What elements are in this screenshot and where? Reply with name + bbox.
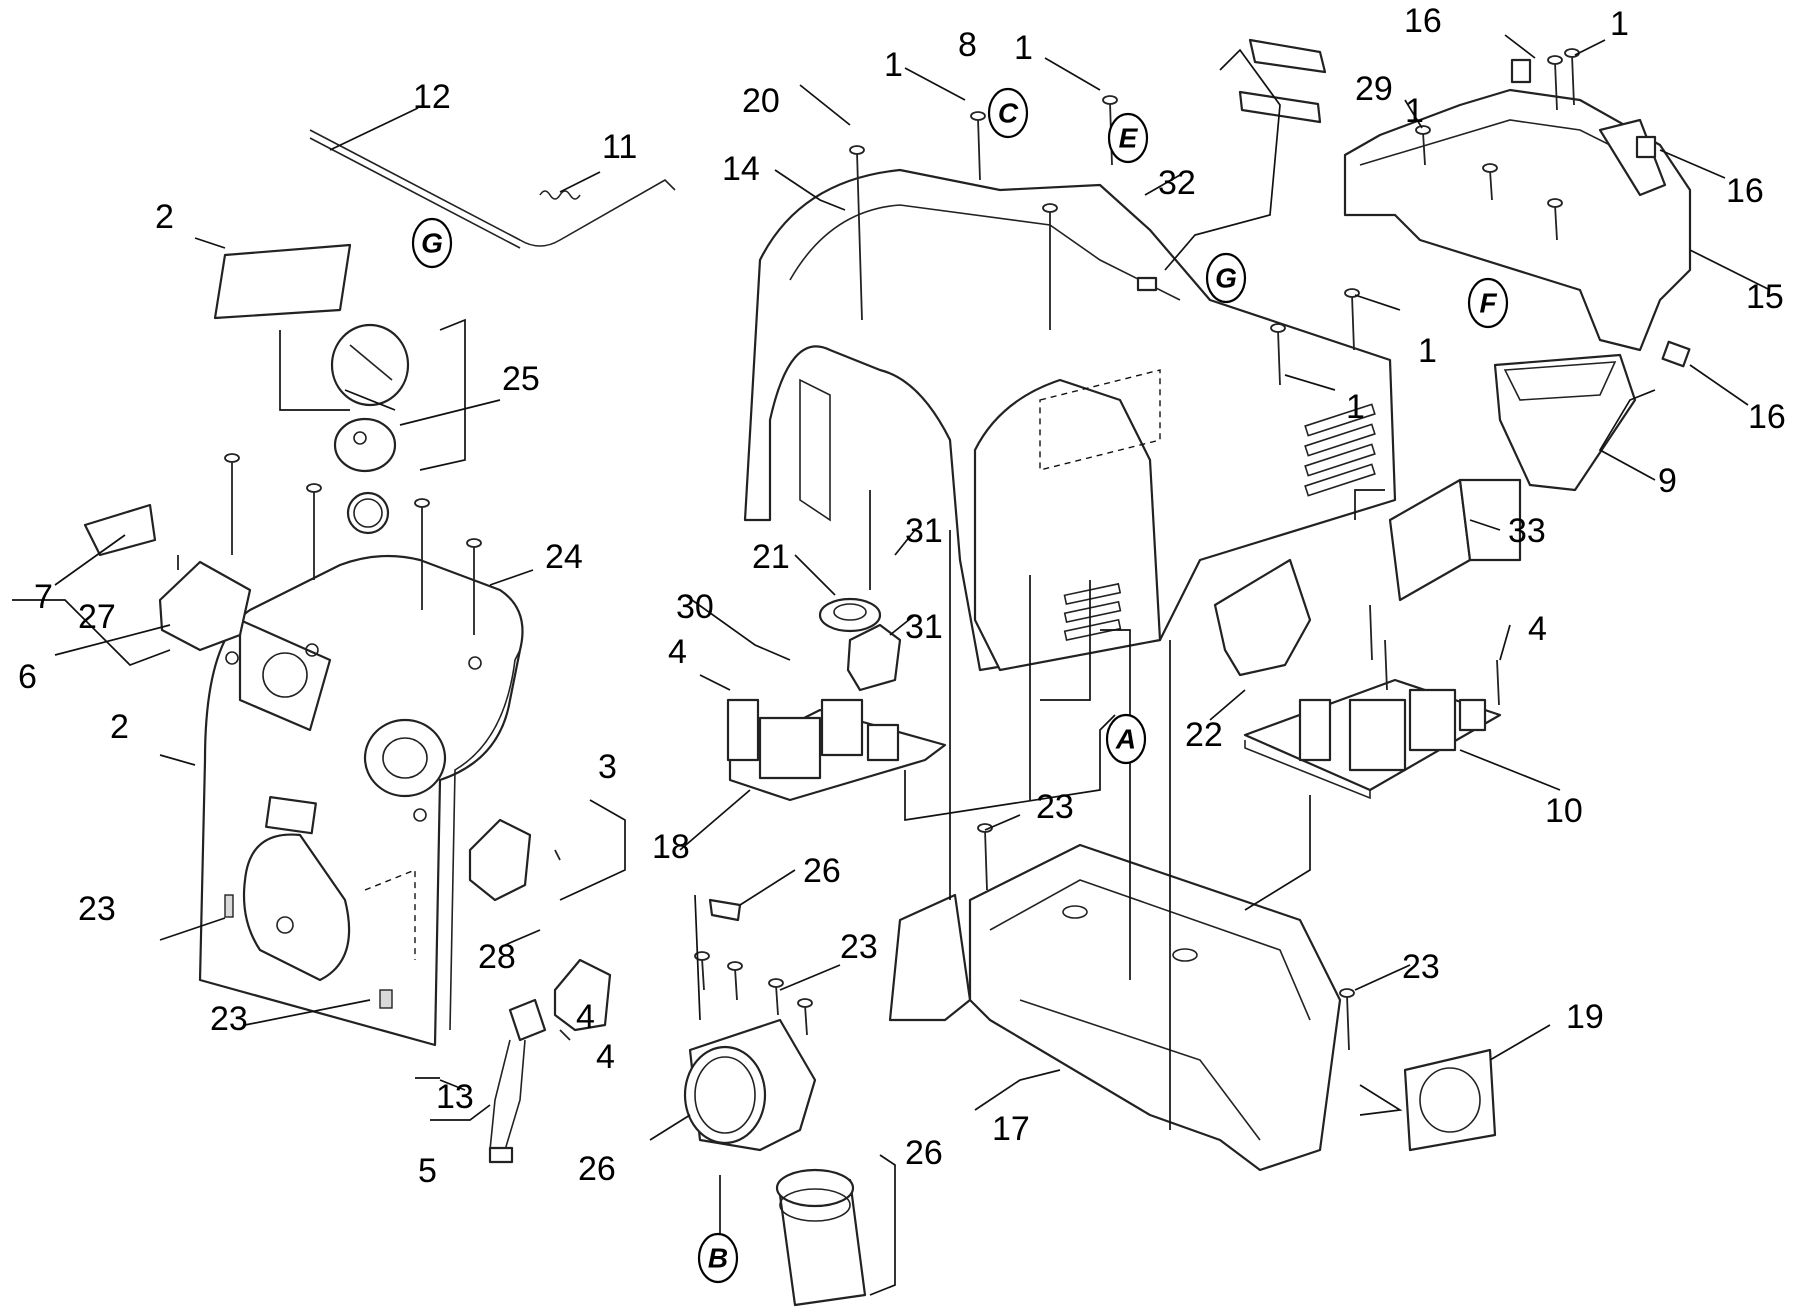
svg-text:C: C bbox=[998, 98, 1019, 129]
callout-26-b: 26 bbox=[578, 1150, 616, 1188]
callout-4-d: 4 bbox=[596, 1038, 615, 1076]
callout-19: 19 bbox=[1566, 998, 1604, 1036]
filter-33 bbox=[1388, 478, 1472, 602]
callout-7: 7 bbox=[34, 578, 53, 616]
funnel-9 bbox=[1493, 353, 1637, 492]
handle-bracket-15 bbox=[1343, 48, 1692, 352]
callout-9: 9 bbox=[1658, 462, 1677, 500]
pcb-10 bbox=[1243, 604, 1502, 800]
callout-33: 33 bbox=[1508, 512, 1546, 550]
callout-22: 22 bbox=[1185, 716, 1223, 754]
rod-12 bbox=[309, 129, 676, 247]
clip-16-a bbox=[1510, 58, 1532, 84]
callout-4-b: 4 bbox=[1528, 610, 1547, 648]
callout-1-c: 1 bbox=[1610, 5, 1629, 43]
callout-23-e: 23 bbox=[210, 1000, 248, 1038]
clip-16-c bbox=[1661, 340, 1691, 368]
label-panel-2 bbox=[213, 243, 352, 320]
callout-25: 25 bbox=[502, 360, 540, 398]
clip-16-b bbox=[1635, 135, 1657, 159]
callout-4-c: 4 bbox=[576, 998, 595, 1036]
callout-16-a: 16 bbox=[1404, 2, 1442, 40]
vent-slots-front bbox=[1063, 582, 1122, 642]
switch-box bbox=[83, 503, 252, 652]
callout-1-f: 1 bbox=[1405, 92, 1424, 130]
knob-assembly bbox=[330, 323, 410, 535]
duct-26 bbox=[683, 898, 817, 1152]
ref-f: F bbox=[1467, 277, 1509, 329]
ref-e: E bbox=[1107, 112, 1149, 164]
callout-31-b: 31 bbox=[905, 608, 943, 646]
callout-8: 8 bbox=[958, 26, 977, 64]
cable-13 bbox=[488, 998, 571, 1164]
callout-labels: 1 1 1 1 1 2 2 3 4 4 4 4 5 6 7 8 9 10 11 … bbox=[18, 2, 1786, 1190]
connector-32 bbox=[1136, 276, 1158, 292]
ref-g-right: G bbox=[1205, 252, 1247, 304]
callout-2-a: 2 bbox=[155, 198, 174, 236]
vent-slots-right bbox=[1304, 403, 1376, 497]
callout-17: 17 bbox=[992, 1110, 1030, 1148]
callout-12: 12 bbox=[413, 78, 451, 116]
callout-1-b: 1 bbox=[1014, 29, 1033, 67]
callout-30: 30 bbox=[676, 588, 714, 626]
callout-5: 5 bbox=[418, 1152, 437, 1190]
callout-2-b: 2 bbox=[110, 708, 129, 746]
callout-16-b: 16 bbox=[1726, 172, 1764, 210]
callout-14: 14 bbox=[722, 150, 760, 188]
callout-24: 24 bbox=[545, 538, 583, 576]
callout-23-d: 23 bbox=[78, 890, 116, 928]
housing-screws bbox=[224, 453, 482, 635]
pcb-18 bbox=[726, 597, 947, 802]
callout-11: 11 bbox=[602, 128, 637, 166]
reference-letters: A B C E F G G bbox=[411, 87, 1509, 1284]
part-8 bbox=[1238, 38, 1327, 124]
screw-20 bbox=[856, 151, 863, 321]
callout-13: 13 bbox=[436, 1078, 474, 1116]
base-17 bbox=[888, 823, 1355, 1172]
leader-lines bbox=[12, 34, 1771, 1296]
svg-text:G: G bbox=[421, 228, 443, 259]
callout-1-e: 1 bbox=[1346, 388, 1365, 426]
callout-3: 3 bbox=[598, 748, 617, 786]
front-housing bbox=[198, 554, 524, 1047]
svg-text:B: B bbox=[708, 1243, 728, 1274]
part-22 bbox=[1213, 558, 1312, 677]
callout-15: 15 bbox=[1746, 278, 1784, 316]
ref-c: C bbox=[987, 87, 1029, 139]
ref-b: B bbox=[697, 1232, 739, 1284]
callout-6: 6 bbox=[18, 658, 37, 696]
callout-4-a: 4 bbox=[668, 633, 687, 671]
ref-a: A bbox=[1105, 713, 1147, 765]
callout-28: 28 bbox=[478, 938, 516, 976]
svg-text:E: E bbox=[1119, 123, 1139, 154]
callout-26-c: 26 bbox=[905, 1134, 943, 1172]
callout-32: 32 bbox=[1158, 164, 1196, 202]
callout-16-c: 16 bbox=[1748, 398, 1786, 436]
callout-23-b: 23 bbox=[840, 928, 878, 966]
callout-1-a: 1 bbox=[884, 46, 903, 84]
part-19 bbox=[1403, 1048, 1497, 1152]
top-cover bbox=[743, 168, 1397, 672]
callout-21: 21 bbox=[752, 538, 790, 576]
ref-g-left: G bbox=[411, 217, 453, 269]
spring-11 bbox=[539, 190, 581, 200]
callout-10: 10 bbox=[1545, 792, 1583, 830]
callout-1-d: 1 bbox=[1418, 332, 1437, 370]
tube-26 bbox=[775, 1168, 867, 1307]
svg-text:G: G bbox=[1215, 263, 1237, 294]
callout-20: 20 bbox=[742, 82, 780, 120]
callout-26-a: 26 bbox=[803, 852, 841, 890]
callout-27: 27 bbox=[78, 598, 116, 636]
svg-text:A: A bbox=[1115, 724, 1136, 755]
callout-29: 29 bbox=[1355, 70, 1393, 108]
svg-text:F: F bbox=[1479, 288, 1497, 319]
top-screws bbox=[970, 95, 1360, 386]
switch-part-3 bbox=[468, 818, 612, 1032]
callout-23-a: 23 bbox=[1036, 788, 1074, 826]
callout-31-a: 31 bbox=[905, 512, 943, 550]
callout-23-c: 23 bbox=[1402, 948, 1440, 986]
callout-18: 18 bbox=[652, 828, 690, 866]
